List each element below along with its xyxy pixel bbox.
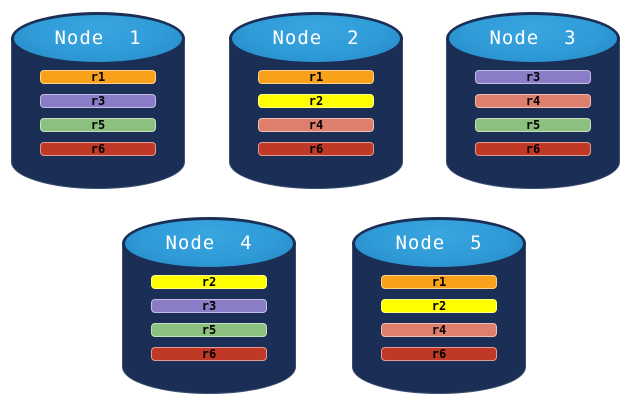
- replica-bar-r4: r4: [475, 94, 591, 108]
- node-title: Node 2: [272, 26, 360, 49]
- replica-bar-r2: r2: [381, 299, 497, 313]
- cylinder-top-ellipse: Node 5: [352, 217, 526, 270]
- replica-label: r6: [431, 347, 447, 361]
- replica-bar-r1: r1: [40, 70, 156, 84]
- node-title: Node 3: [489, 26, 577, 49]
- replica-label: r6: [90, 142, 106, 156]
- replica-label: r3: [525, 70, 541, 84]
- db-node-cylinder-3: Node 3 r3 r4 r5 r6: [446, 12, 620, 189]
- replica-label: r3: [90, 94, 106, 108]
- replica-list: r3 r4 r5 r6: [475, 70, 591, 156]
- replica-label: r1: [90, 70, 106, 84]
- replica-bar-r3: r3: [475, 70, 591, 84]
- db-node-cylinder-1: Node 1 r1 r3 r5 r6: [11, 12, 185, 189]
- replica-bar-r4: r4: [258, 118, 374, 132]
- replica-label: r5: [90, 118, 106, 132]
- cylinder-top-ellipse: Node 2: [229, 12, 403, 65]
- replica-label: r5: [201, 323, 217, 337]
- replica-label: r1: [431, 275, 447, 289]
- db-node-cylinder-4: Node 4 r2 r3 r5 r6: [122, 217, 296, 394]
- replica-bar-r5: r5: [40, 118, 156, 132]
- replica-label: r1: [308, 70, 324, 84]
- db-node-cylinder-5: Node 5 r1 r2 r4 r6: [352, 217, 526, 394]
- replica-list: r1 r2 r4 r6: [258, 70, 374, 156]
- db-node-cylinder-2: Node 2 r1 r2 r4 r6: [229, 12, 403, 189]
- replica-bar-r6: r6: [40, 142, 156, 156]
- replica-label: r4: [308, 118, 324, 132]
- replica-label: r5: [525, 118, 541, 132]
- replica-list: r2 r3 r5 r6: [151, 275, 267, 361]
- replica-list: r1 r3 r5 r6: [40, 70, 156, 156]
- replica-label: r3: [201, 299, 217, 313]
- replica-bar-r6: r6: [475, 142, 591, 156]
- replica-bar-r6: r6: [258, 142, 374, 156]
- replica-bar-r1: r1: [258, 70, 374, 84]
- replica-list: r1 r2 r4 r6: [381, 275, 497, 361]
- replica-label: r4: [431, 323, 447, 337]
- replica-label: r4: [525, 94, 541, 108]
- cylinder-top-ellipse: Node 4: [122, 217, 296, 270]
- replica-bar-r5: r5: [151, 323, 267, 337]
- replica-bar-r3: r3: [151, 299, 267, 313]
- replica-bar-r4: r4: [381, 323, 497, 337]
- replica-label: r2: [431, 299, 447, 313]
- replica-bar-r1: r1: [381, 275, 497, 289]
- replica-label: r2: [308, 94, 324, 108]
- cylinder-top-ellipse: Node 3: [446, 12, 620, 65]
- replica-bar-r6: r6: [381, 347, 497, 361]
- replica-label: r6: [201, 347, 217, 361]
- replica-label: r6: [525, 142, 541, 156]
- replica-label: r6: [308, 142, 324, 156]
- node-title: Node 1: [54, 26, 142, 49]
- replica-bar-r2: r2: [151, 275, 267, 289]
- cylinder-top-ellipse: Node 1: [11, 12, 185, 65]
- node-title: Node 4: [165, 231, 253, 254]
- node-title: Node 5: [395, 231, 483, 254]
- replica-bar-r3: r3: [40, 94, 156, 108]
- replica-bar-r6: r6: [151, 347, 267, 361]
- replica-bar-r5: r5: [475, 118, 591, 132]
- replica-bar-r2: r2: [258, 94, 374, 108]
- replica-label: r2: [201, 275, 217, 289]
